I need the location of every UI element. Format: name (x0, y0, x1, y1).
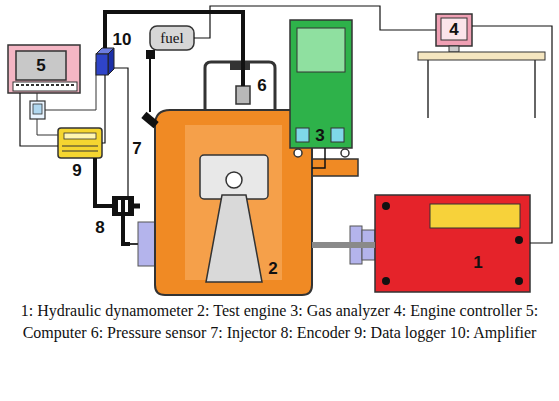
engine-controller-drawing (418, 14, 545, 118)
callout-number: 6 (257, 77, 266, 94)
encoder-drawing (112, 196, 155, 266)
wire-connector (20, 93, 58, 146)
wire-connector (114, 68, 128, 196)
wire-connector (95, 158, 112, 206)
data-logger-box: 9 (58, 128, 102, 158)
figure-caption: 1: Hydraulic dynamometer 2: Test engine … (2, 300, 557, 344)
wire-connector (102, 75, 105, 143)
wire-connector (312, 148, 325, 168)
callout-number: 1 (473, 254, 482, 271)
wire-connector (312, 242, 375, 248)
engine-controller-box: 4 (436, 14, 472, 46)
wire-connector (472, 26, 552, 243)
injector-box: 7 (140, 112, 158, 130)
callout-number: 8 (95, 219, 104, 236)
dynamometer-drawing (350, 195, 530, 292)
wire-connector (149, 50, 151, 112)
fuel-tank-drawing (146, 26, 194, 59)
wire-connector (105, 12, 243, 86)
gas-analyzer-drawing (290, 20, 352, 157)
engine-box: 2 (155, 110, 312, 295)
callout-number: 5 (36, 57, 45, 74)
wire-connector (194, 6, 436, 38)
computer-box: 5 (8, 45, 80, 93)
fuel-box: fuel (150, 26, 194, 50)
injector-drawing (141, 112, 158, 128)
callout-number: 2 (268, 260, 277, 277)
tank-label: fuel (160, 31, 183, 46)
data-logger-drawing (58, 128, 102, 158)
pressure-sensor-box: 6 (236, 86, 250, 104)
amplifier-box: 10 (96, 48, 114, 75)
callout-number: 7 (132, 140, 141, 157)
amplifier-cube (96, 48, 114, 75)
callout-number: 4 (449, 21, 458, 38)
callout-number: 10 (113, 31, 132, 48)
dynamometer-box: 1 (375, 195, 530, 292)
pressure-sensor-drawing (236, 86, 250, 104)
callout-number: 3 (315, 127, 324, 144)
computer-drawing (8, 45, 80, 93)
callout-number: 9 (72, 162, 81, 179)
encoder-box: 8 (112, 196, 134, 216)
gas-analyzer-box: 3 (290, 20, 352, 148)
